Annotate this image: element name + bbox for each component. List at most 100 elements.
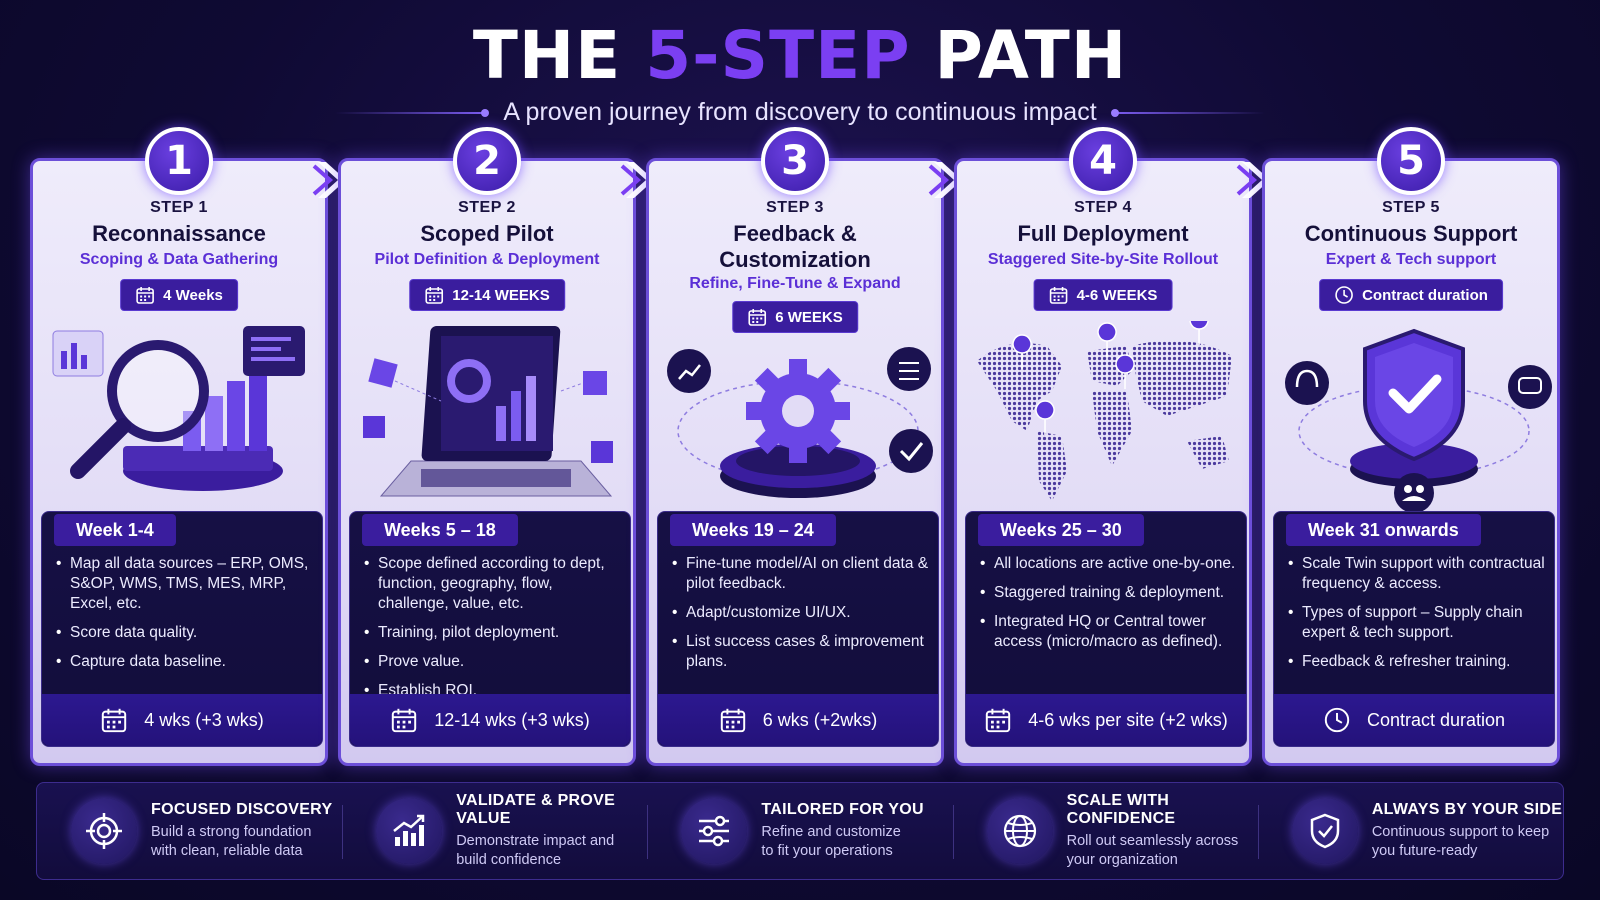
target-icon xyxy=(71,798,137,864)
step-name: Continuous Support xyxy=(1304,221,1518,246)
title-highlight: 5-STEP xyxy=(645,17,911,94)
weeks-tab: Weeks 19 – 24 xyxy=(670,514,836,546)
footer-text: Contract duration xyxy=(1366,709,1506,730)
benefits-bar: FOCUSED DISCOVERY Build a strong foundat… xyxy=(36,782,1564,880)
duration-text: 12-14 WEEKS xyxy=(452,286,550,304)
weeks-tab: Weeks 5 – 18 xyxy=(362,514,518,546)
title-part: PATH xyxy=(910,17,1128,94)
duration-footer: 12-14 wks (+3 wks) xyxy=(350,694,630,746)
gear-platform-illustration xyxy=(667,347,933,498)
calendar-icon xyxy=(748,309,767,326)
step-desc: Staggered Site-by-Site Rollout xyxy=(987,251,1219,268)
benefit-desc-line: with clean, reliable data xyxy=(151,843,303,859)
duration-pill: 4 Weeks xyxy=(120,279,238,311)
benefit-desc-line: Roll out seamlessly across xyxy=(1066,833,1239,849)
bullet-item: All locations are active one-by-one. xyxy=(980,554,1242,574)
step-card-2: 2 STEP 2 Scoped Pilot Pilot Definition &… xyxy=(338,127,636,766)
footer-text: 12-14 wks (+3 wks) xyxy=(434,709,590,730)
step-name: Scoped Pilot xyxy=(420,221,554,246)
duration-footer: 6 wks (+2wks) xyxy=(658,694,938,746)
benefit-desc-line: to fit your operations xyxy=(761,843,893,859)
globe-icon xyxy=(986,798,1053,864)
bullet-item: Capture data baseline. xyxy=(56,652,318,672)
step-card-4: 4 STEP 4 Full Deployment Staggered Site-… xyxy=(954,127,1252,766)
duration-text: 4-6 WEEKS xyxy=(1076,286,1158,304)
step-detail-panel: Week 31 onwards Scale Twin support with … xyxy=(1273,511,1555,747)
step-desc: Scoping & Data Gathering xyxy=(79,251,279,268)
duration-pill: 4-6 WEEKS xyxy=(1033,279,1173,311)
benefit-desc-line: build confidence xyxy=(456,852,562,868)
calendar-icon xyxy=(425,287,444,304)
benefit-desc-line: your organization xyxy=(1066,852,1178,868)
calendar-icon xyxy=(1049,287,1068,304)
weeks-tab: Week 31 onwards xyxy=(1286,514,1481,546)
step-label: STEP 4 xyxy=(1074,199,1132,216)
duration-text: 6 WEEKS xyxy=(775,308,843,326)
step-detail-panel: Weeks 25 – 30 All locations are active o… xyxy=(965,511,1247,747)
step-number-badge: 1 xyxy=(145,127,213,195)
world-map-illustration xyxy=(977,321,1232,501)
bullet-item: Types of support – Supply chain expert &… xyxy=(1288,603,1550,643)
duration-pill: 6 WEEKS xyxy=(732,301,858,333)
calendar-icon xyxy=(102,708,127,733)
calendar-icon xyxy=(392,708,417,733)
step-desc: Pilot Definition & Deployment xyxy=(374,251,600,268)
benefit-desc-line: you future-ready xyxy=(1371,843,1478,859)
bullet-item: Integrated HQ or Central tower access (m… xyxy=(980,612,1242,652)
step-label: STEP 1 xyxy=(150,199,208,216)
weeks-tab: Weeks 25 – 30 xyxy=(978,514,1144,546)
duration-footer: 4-6 wks per site (+2 wks) xyxy=(966,694,1246,746)
benefit-desc-line: Continuous support to keep xyxy=(1371,824,1550,840)
bullet-item: Staggered training & deployment. xyxy=(980,583,1242,603)
benefit-title: TAILORED FOR YOU xyxy=(761,801,924,818)
bullet-list: Scope defined according to dept, functio… xyxy=(364,554,626,710)
sliders-icon xyxy=(681,798,748,864)
page-title: THE 5-STEP PATH xyxy=(0,16,1600,96)
shield-check-illustration xyxy=(1285,328,1552,511)
benefit-title: VALIDATE & PROVE VALUE xyxy=(456,792,616,827)
benefit-item: VALIDATE & PROVE VALUE Demonstrate impac… xyxy=(342,783,647,879)
duration-text: 4 Weeks xyxy=(163,286,223,304)
footer-text: 4-6 wks per site (+2 wks) xyxy=(1028,709,1228,730)
bullet-list: Scale Twin support with contractual freq… xyxy=(1288,554,1550,681)
bullet-item: Prove value. xyxy=(364,652,626,672)
benefit-desc-line: Build a strong foundation xyxy=(151,824,312,840)
bullet-item: Score data quality. xyxy=(56,623,318,643)
weeks-tab: Week 1-4 xyxy=(54,514,176,546)
step-name: Feedback & Customization xyxy=(719,221,871,272)
bullet-item: Map all data sources – ERP, OMS, S&OP, W… xyxy=(56,554,318,614)
benefit-item: SCALE WITH CONFIDENCE Roll out seamlessl… xyxy=(952,783,1258,879)
step-label: STEP 5 xyxy=(1382,199,1440,216)
step-label: STEP 2 xyxy=(458,199,516,216)
step-card-5: 5 STEP 5 Continuous Support Expert & Tec… xyxy=(1262,127,1560,766)
duration-pill: Contract duration xyxy=(1319,279,1503,311)
divider-line xyxy=(1110,108,1265,117)
calendar-icon xyxy=(986,708,1011,733)
benefit-desc: Continuous support to keep you future-rea… xyxy=(1372,823,1562,861)
calendar-icon xyxy=(720,708,745,733)
bullet-list: Map all data sources – ERP, OMS, S&OP, W… xyxy=(56,554,318,681)
laptop-dashboard-illustration xyxy=(363,326,613,497)
bullet-item: Adapt/customize UI/UX. xyxy=(672,603,934,623)
bullet-item: List success cases & improvement plans. xyxy=(672,632,934,672)
title-part: THE xyxy=(472,17,646,94)
benefit-item: FOCUSED DISCOVERY Build a strong foundat… xyxy=(37,783,342,879)
step-number-badge: 5 xyxy=(1377,127,1445,195)
step-name: Full Deployment xyxy=(1017,221,1189,246)
benefit-title: SCALE WITH CONFIDENCE xyxy=(1066,792,1176,827)
bullet-item: Scale Twin support with contractual freq… xyxy=(1288,554,1550,594)
divider-line xyxy=(335,108,490,117)
duration-footer: 4 wks (+3 wks) xyxy=(42,694,322,746)
page-subtitle: A proven journey from discovery to conti… xyxy=(503,98,1097,126)
step-number-badge: 4 xyxy=(1069,127,1137,195)
step-label: STEP 3 xyxy=(766,199,824,216)
step-card-3: 3 STEP 3 Feedback & Customization Refine… xyxy=(646,127,944,766)
bullet-list: All locations are active one-by-one. Sta… xyxy=(980,554,1242,661)
bullet-item: Scope defined according to dept, functio… xyxy=(364,554,626,614)
benefit-title: FOCUSED DISCOVERY xyxy=(151,801,333,818)
duration-footer: Contract duration xyxy=(1274,694,1554,746)
bullet-item: Feedback & refresher training. xyxy=(1288,652,1550,672)
footer-text: 4 wks (+3 wks) xyxy=(144,709,264,730)
